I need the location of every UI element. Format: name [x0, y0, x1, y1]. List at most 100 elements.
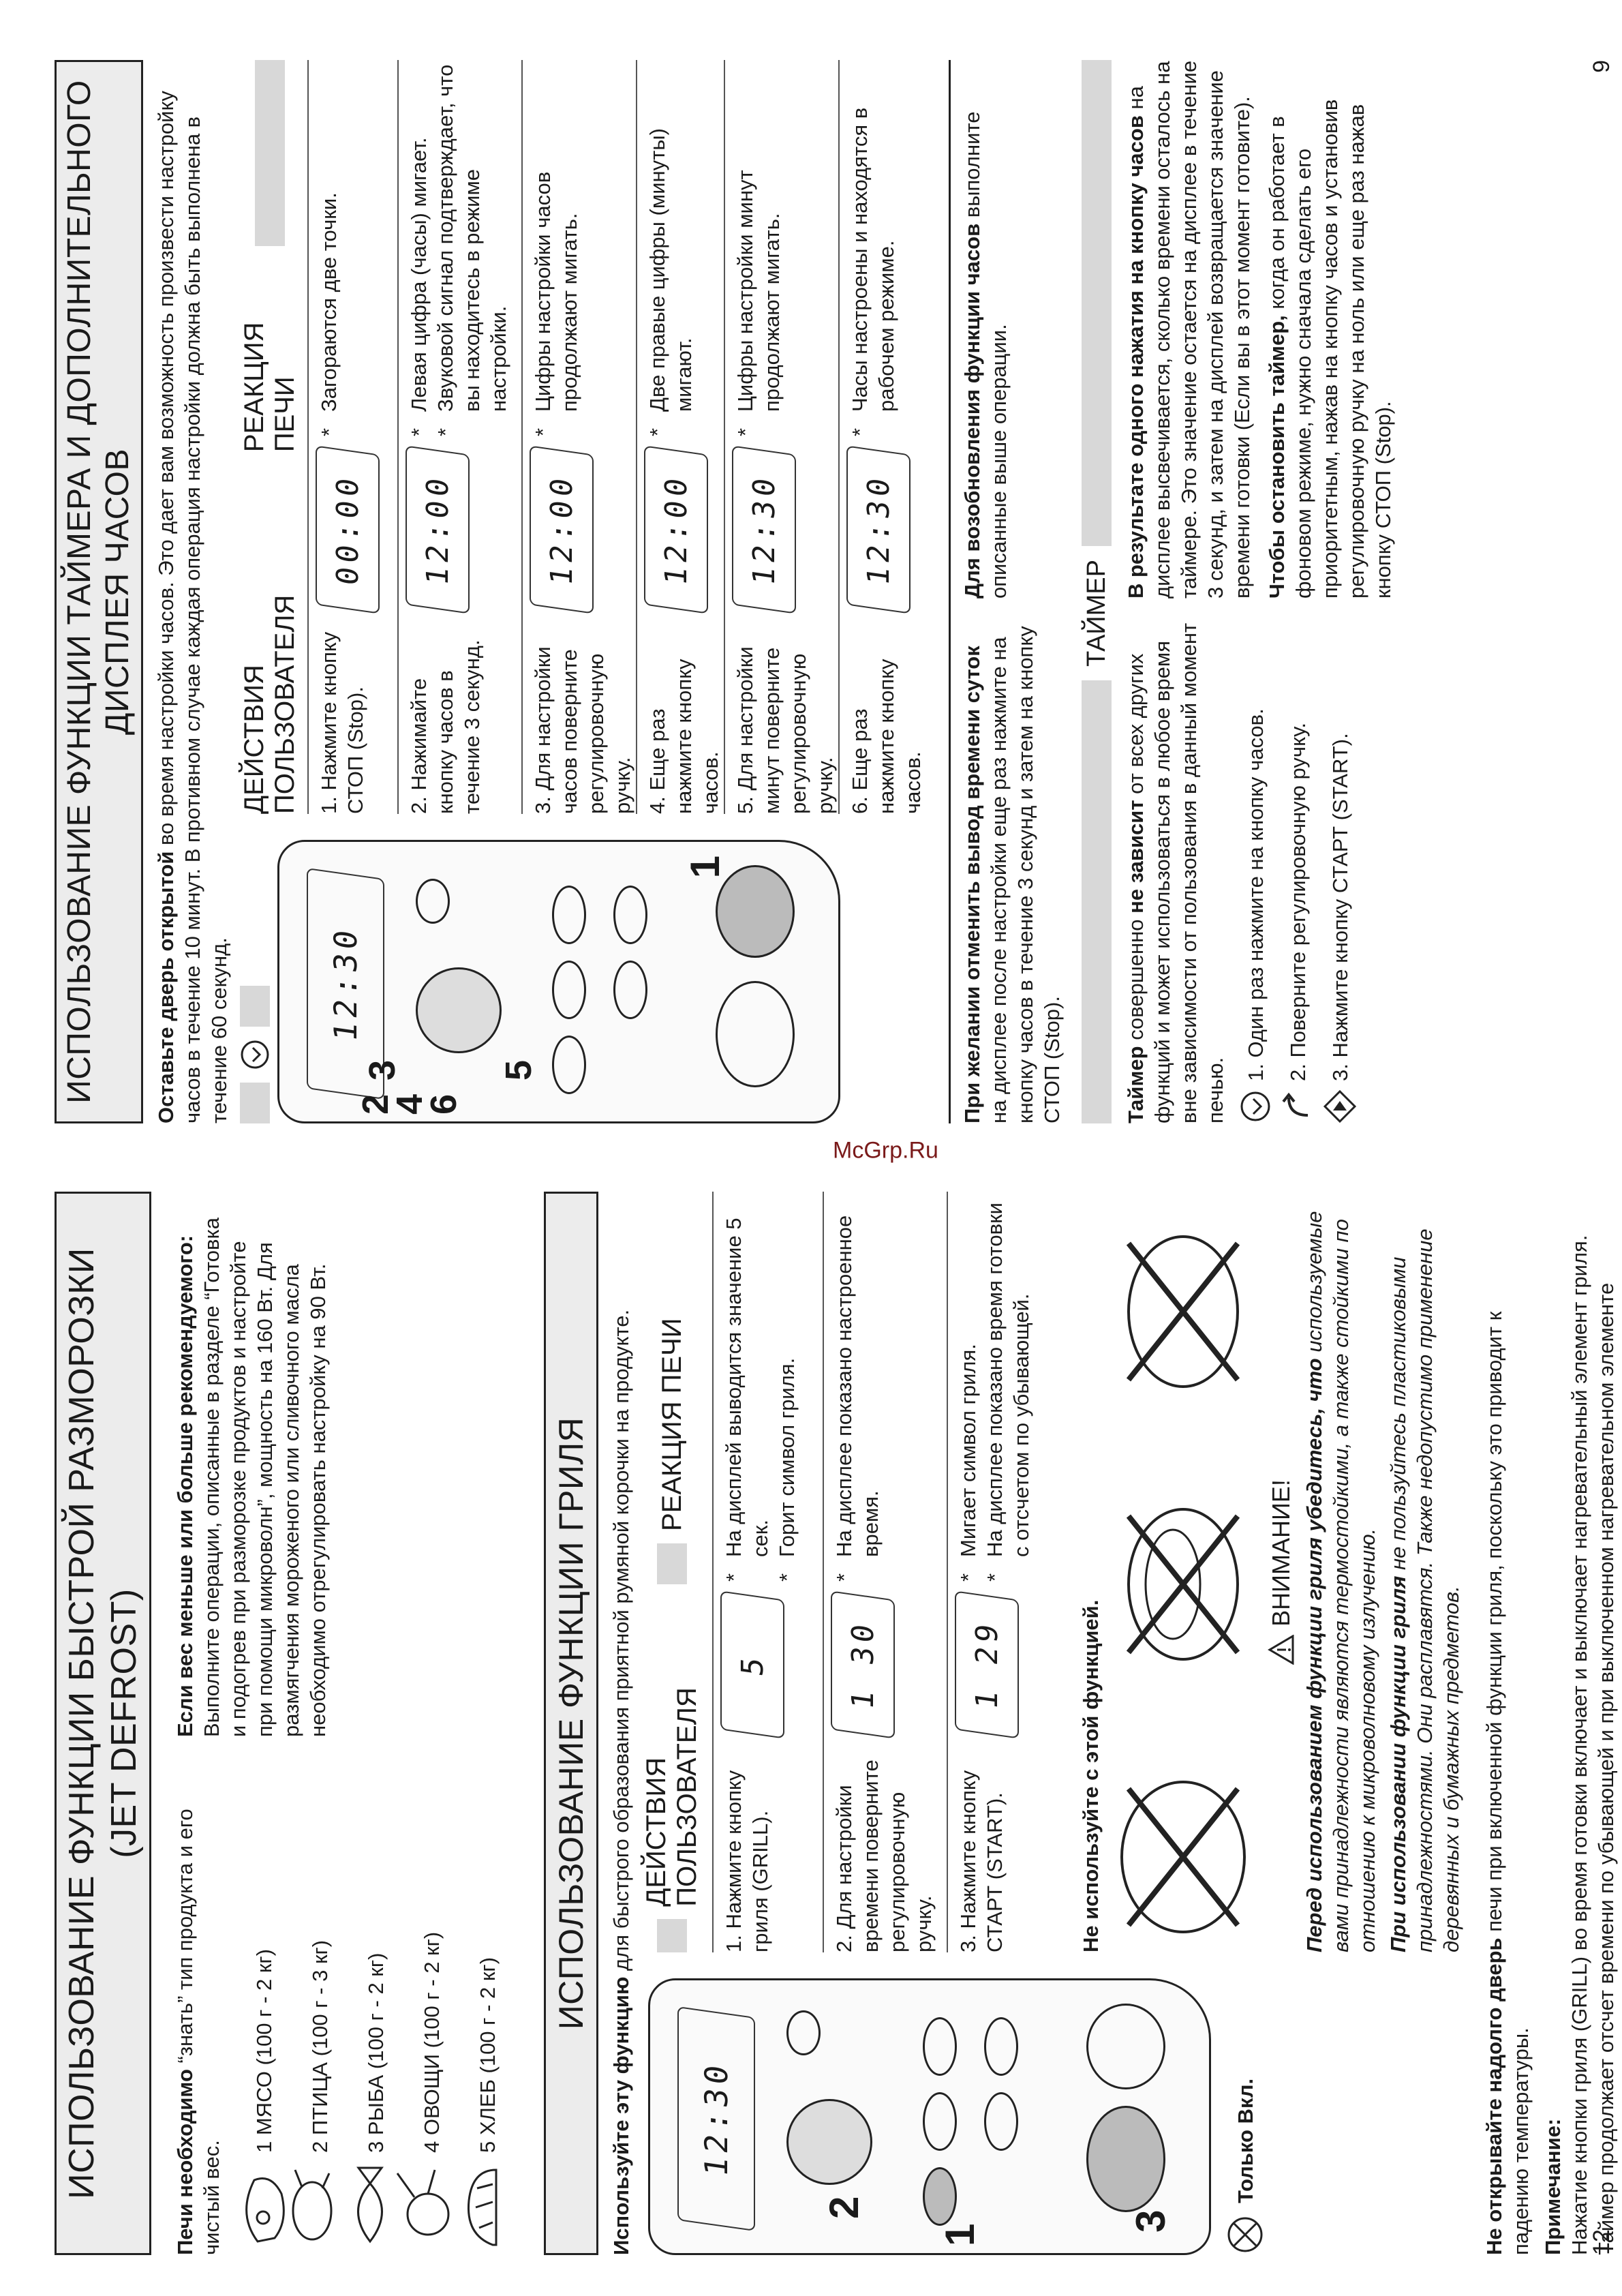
grill-oven-header-bar: [657, 1543, 687, 1584]
timer-result-note: В результате одного нажатия на кнопку ча…: [1124, 60, 1254, 599]
clock-step-6: 6. Еще раз нажмите кнопку часов. 12:30 *…: [838, 60, 935, 814]
prohibited-cookware-icons: [1120, 1235, 1246, 1933]
grill-step-2-display: 1 30: [831, 1590, 895, 1739]
jet-start-button[interactable]: [1086, 2106, 1165, 2212]
clock-step-3-display: 12:00: [530, 445, 594, 614]
food-item-bread: 5 ХЛЕБ (100 г - 2 кг): [476, 1957, 500, 2153]
clock-step-1: 1. Нажмите кнопку СТОП (Stop). 00:00 *За…: [307, 60, 397, 814]
reheat-button[interactable]: [984, 2017, 1018, 2076]
crossed-dish-icon: [1126, 1235, 1240, 1388]
defrost-note-title: Если вес меньше или больше рекомендуемог…: [173, 1235, 197, 1737]
timer-step-1: 1. Один раз нажмите на кнопку часов.: [1238, 619, 1272, 1123]
clock-oven-header: РЕАКЦИЯ ПЕЧИ: [239, 60, 301, 452]
clock-reheat-button[interactable]: [613, 886, 647, 944]
clock-step-5-display: 12:30: [732, 445, 796, 614]
clock-restore-note: Для возобновления функции часов выполнит…: [960, 111, 1011, 599]
food-icons: [245, 2166, 498, 2246]
timer-heading-bar-left: [1082, 680, 1112, 1123]
clock-icon: [1240, 1091, 1270, 1121]
clock-step-1-display: 00:00: [316, 445, 380, 614]
clock-power-button[interactable]: [416, 879, 450, 924]
clock-defrost-button[interactable]: [552, 886, 586, 944]
grill-step-1: 1. Нажмите кнопку гриля (GRILL). 5 *На д…: [712, 1192, 823, 1952]
grill-title: ИСПОЛЬЗОВАНИЕ ФУНКЦИИ ГРИЛЯ: [544, 1192, 598, 2255]
jet-defrost-button[interactable]: [923, 2017, 957, 2076]
meat-icon: [245, 2177, 285, 2243]
clock-title: ИСПОЛЬЗОВАНИЕ ФУНКЦИИ ТАЙМЕРА И ДОПОЛНИТ…: [55, 60, 143, 1123]
clock-icon-header-bar: [240, 1083, 270, 1123]
clock-jet-start-button[interactable]: [716, 981, 795, 1087]
only-on-note: Только Вкл.: [1225, 1969, 1266, 2255]
clock-step-4: 4. Еще раз нажмите кнопку часов. 12:00 *…: [636, 60, 724, 814]
defrost-intro: Печи необходимо “знать” тип продукта и е…: [173, 1809, 224, 2255]
clock-step-6-display: 12:30: [846, 445, 911, 614]
warning-heading: ВНИМАНИЕ!: [1267, 1192, 1296, 1952]
crisp-button[interactable]: [984, 2092, 1018, 2151]
food-item-vegetables: 4 ОВОЩИ (100 г - 2 кг): [420, 1931, 444, 2153]
panel-display: 12:30: [677, 2006, 755, 2232]
defrost-note-text: Выполните операции, описанные в разделе …: [200, 1218, 330, 1737]
warning-paragraph-1: Перед использованием функции гриля убеди…: [1302, 1211, 1379, 1952]
crossed-plate-icon: [1120, 1781, 1246, 1933]
grill-step-1-display: 5: [720, 1590, 784, 1739]
clock-intro: Оставьте дверь открытой во время настрой…: [154, 91, 231, 1123]
grill-remark-text: Нажатие кнопки гриля (GRILL) во время го…: [1567, 1235, 1622, 2255]
clock-steam-button[interactable]: [552, 961, 586, 1019]
grill-intro: Используйте эту функцию для быстрого обр…: [609, 1309, 633, 2255]
rotate-knob-icon: [1282, 1092, 1309, 1117]
grill-user-header-bar: [657, 1918, 687, 1952]
clock-grill-button[interactable]: [552, 1036, 586, 1094]
grill-user-header: ДЕЙСТВИЯ ПОЛЬЗОВАТЕЛЯ: [641, 1598, 703, 1952]
control-knob[interactable]: [786, 2099, 872, 2185]
page-number-right: 9: [1589, 60, 1615, 73]
fish-icon: [356, 2166, 384, 2244]
power-button[interactable]: [786, 2010, 821, 2055]
grill-door-note: Не открывайте надолго дверь печи при вкл…: [1482, 1311, 1533, 2255]
clock-icon-header-bar-2: [240, 986, 270, 1027]
clock-panel-step-5: 5: [498, 1059, 539, 1081]
panel-step-3: 3: [1128, 2209, 1174, 2233]
clock-step-3: 3. Для настройки часов поверните регулир…: [521, 60, 636, 814]
clock-panel-step-6: 6: [423, 1093, 464, 1115]
watermark: McGrp.Ru: [833, 1137, 938, 1164]
dont-use-label: Не используйте с этой функцией.: [1079, 1599, 1103, 1952]
food-item-poultry: 2 ПТИЦА (100 г - 3 кг): [308, 1939, 332, 2153]
grill-button[interactable]: [923, 2167, 957, 2226]
warning-paragraph-2: При использовании функции гриля не польз…: [1386, 1228, 1463, 1952]
poultry-icon: [292, 2169, 333, 2241]
stop-button[interactable]: [1086, 2004, 1165, 2089]
page-9: ИСПОЛЬЗОВАНИЕ ФУНКЦИИ ТАЙМЕРА И ДОПОЛНИТ…: [55, 60, 1615, 1123]
grill-step-3: 3. Нажмите кнопку СТАРТ (START). 1 29 *М…: [947, 1192, 1071, 1952]
steam-button[interactable]: [923, 2092, 957, 2151]
clock-step-5: 5. Для настройки минут поверните регулир…: [724, 60, 838, 814]
timer-stop-note: Чтобы остановить таймер, когда он работа…: [1265, 99, 1395, 599]
food-item-meat: 1 МЯСО (100 г - 2 кг): [252, 1948, 276, 2153]
clock-panel-step-1: 1: [682, 856, 728, 879]
grill-remark-title: Примечание:: [1541, 2118, 1565, 2255]
grill-step-2: 2. Для настройки времени поверните регул…: [823, 1192, 947, 1952]
timer-heading: ТАЙМЕР: [1082, 60, 1112, 1123]
timer-step-2: 2. Поверните регулировочную ручку.: [1281, 619, 1315, 1123]
clock-control-knob[interactable]: [416, 967, 502, 1053]
crossed-bowl-icon: [1126, 1508, 1240, 1661]
clock-step-2: 2. Нажимайте кнопку часов в течение 3 се…: [397, 60, 521, 814]
clock-crisp-button[interactable]: [613, 961, 647, 1019]
clock-oven-header-bar: [255, 60, 285, 246]
page-12: ИСПОЛЬЗОВАНИЕ ФУНКЦИИ БЫСТРОЙ РАЗМОРОЗКИ…: [55, 1192, 1622, 2255]
food-list: 1 МЯСО (100 г - 2 кг) 2 ПТИЦА (100 г - 3…: [230, 1764, 517, 2255]
timer-heading-bar-right: [1082, 60, 1112, 547]
clock-stop-button[interactable]: [716, 865, 795, 958]
bread-icon: [467, 2169, 498, 2246]
vegetables-icon: [396, 2169, 450, 2236]
grill-oven-header: РЕАКЦИЯ ПЕЧИ: [641, 1318, 703, 1584]
grill-control-panel: 12:30 1 2 3: [648, 1978, 1211, 2255]
grill-step-3-display: 1 29: [955, 1590, 1019, 1739]
clock-panel-step-3: 3: [362, 1059, 403, 1081]
power-off-icon: [1227, 2217, 1263, 2252]
clock-step-4-display: 12:00: [644, 445, 708, 614]
clock-user-header: ДЕЙСТВИЯ ПОЛЬЗОВАТЕЛЯ: [239, 594, 300, 814]
clock-icon: [241, 1040, 269, 1069]
timer-step-3: 3. Нажмите кнопку СТАРТ (START).: [1323, 619, 1357, 1123]
clock-step-2-display: 12:00: [406, 445, 470, 614]
